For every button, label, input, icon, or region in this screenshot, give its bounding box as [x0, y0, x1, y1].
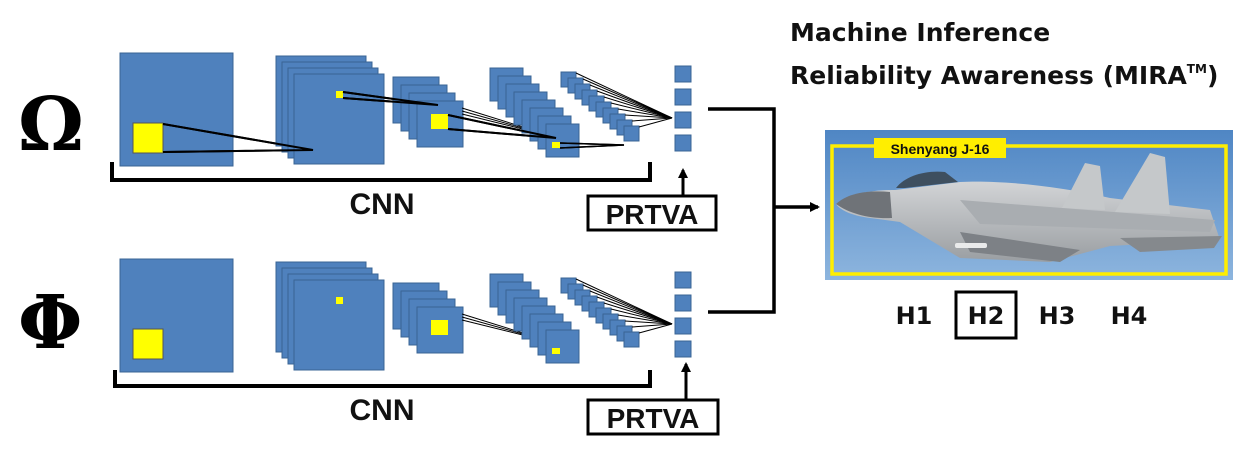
- cnn-layers: [119, 91, 673, 373]
- feature-map: [293, 279, 385, 371]
- fc-connection: [638, 117, 673, 128]
- fc-connection: [603, 302, 673, 325]
- output-unit: [674, 317, 692, 335]
- receptive-field: [132, 328, 164, 360]
- omega-symbol: Ω: [18, 82, 84, 168]
- receptive-field: [431, 320, 448, 335]
- feature-map: [545, 123, 580, 158]
- fc-connection: [624, 114, 673, 119]
- hypothesis-label: H4: [1111, 302, 1148, 330]
- receptive-field: [552, 142, 560, 148]
- output-unit: [674, 340, 692, 358]
- fc-connection: [603, 96, 673, 119]
- receptive-field: [336, 297, 343, 304]
- hypothesis-label: H3: [1039, 302, 1076, 330]
- prtva-label: PRTVA: [607, 403, 700, 434]
- fc-connection: [631, 323, 673, 328]
- projection-lines: [342, 91, 439, 106]
- projection-lines: [447, 114, 557, 139]
- cnn-label: CNN: [350, 394, 415, 427]
- output-unit: [674, 134, 692, 152]
- fc-connection: [589, 290, 673, 325]
- fc-connection: [596, 296, 673, 325]
- cnn-layers: [119, 52, 673, 167]
- fusion-connector: [708, 107, 820, 314]
- pipeline-phi: Φ CNN PRTVA: [18, 91, 720, 436]
- fc-connection: [617, 108, 673, 119]
- cnn-bracket: [110, 162, 652, 182]
- output-layer: [674, 271, 692, 358]
- output-unit: [674, 65, 692, 83]
- output-unit: [674, 88, 692, 106]
- fc-connection: [610, 102, 673, 119]
- fc-connection: [631, 117, 673, 122]
- output-unit: [674, 111, 692, 129]
- feature-map: [623, 125, 640, 142]
- fighter-jet-icon: [836, 153, 1222, 262]
- bounding-box[interactable]: [830, 144, 1228, 276]
- title-line-2: Reliability Awareness (MIRATM): [790, 61, 1218, 90]
- output-unit: [674, 294, 692, 312]
- receptive-field: [132, 122, 164, 154]
- hypothesis-h1[interactable]: H1: [896, 302, 933, 330]
- mira-title: Machine Inference Reliability Awareness …: [790, 18, 1218, 90]
- receptive-field: [431, 114, 448, 129]
- fc-connection: [617, 314, 673, 325]
- cnn-bracket: [113, 370, 652, 388]
- hypothesis-h3[interactable]: H3: [1039, 302, 1076, 330]
- fc-connection: [589, 84, 673, 119]
- cnn-label: CNN: [350, 188, 415, 221]
- hypothesis-label: H2: [968, 302, 1005, 330]
- feature-map: [623, 331, 640, 348]
- projection-lines: [559, 142, 625, 149]
- selected-hypothesis-box: [954, 290, 1018, 340]
- hypothesis-label: H1: [896, 302, 933, 330]
- output-layer: [674, 65, 692, 152]
- hypothesis-h2[interactable]: H2: [954, 290, 1018, 340]
- receptive-field: [336, 91, 343, 98]
- output-unit: [674, 271, 692, 289]
- feature-map: [545, 329, 580, 364]
- pipeline-omega: Ω CNN PRTVA: [18, 52, 718, 232]
- receptive-field: [552, 348, 560, 354]
- fc-connection: [610, 308, 673, 325]
- fc-connection: [596, 90, 673, 119]
- hypothesis-h4[interactable]: H4: [1111, 302, 1148, 330]
- fc-connection: [624, 320, 673, 325]
- bbox-label-tag: Shenyang J-16: [874, 138, 1006, 158]
- bbox-label: Shenyang J-16: [891, 141, 990, 157]
- prtva-box[interactable]: PRTVA: [586, 194, 718, 232]
- prtva-label: PRTVA: [606, 199, 699, 230]
- phi-symbol: Φ: [18, 280, 82, 366]
- projection-lines: [162, 123, 314, 153]
- hypothesis-list: H1 H2 H3 H4: [896, 290, 1148, 340]
- prtva-box[interactable]: PRTVA: [586, 398, 720, 436]
- title-line-1: Machine Inference: [790, 18, 1050, 47]
- fc-connection: [638, 323, 673, 334]
- detection-image: Shenyang J-16: [825, 130, 1233, 280]
